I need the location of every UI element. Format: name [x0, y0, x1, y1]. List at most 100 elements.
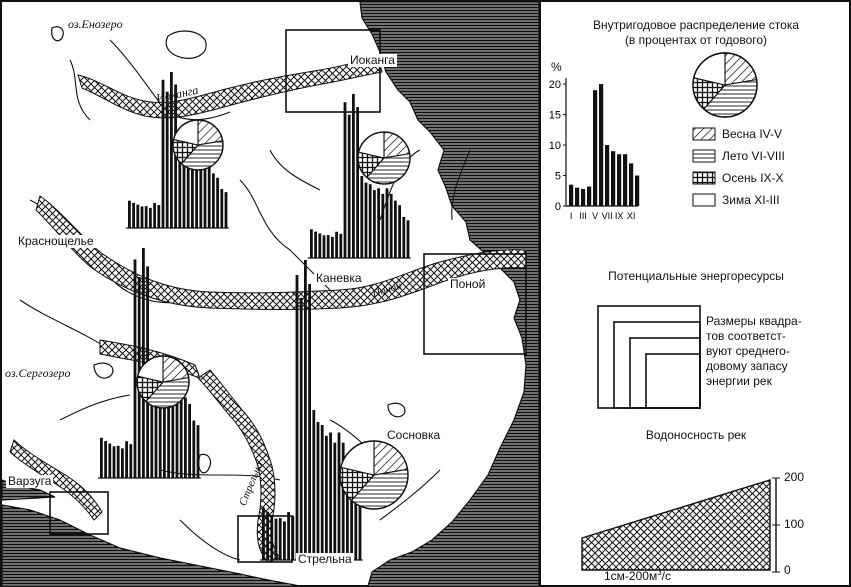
- inset-bar: [575, 187, 580, 206]
- station-bar: [347, 114, 351, 258]
- station-bar: [320, 425, 324, 560]
- inset-title: Внутригодовое распределение стока (в про…: [546, 18, 846, 48]
- station-bar: [178, 150, 182, 228]
- station-bar: [339, 233, 343, 258]
- legend-label-spring: Весна IV-V: [722, 127, 782, 141]
- station-bar: [184, 397, 187, 478]
- discharge-scale-label: 1см-200м3/с: [604, 568, 671, 583]
- legend-swatch-spring: [692, 127, 716, 141]
- station-bar: [406, 220, 410, 258]
- station-bar: [358, 491, 362, 560]
- station-bar: [283, 521, 286, 560]
- station-bar: [154, 372, 158, 478]
- station-bar: [116, 445, 120, 478]
- station-bar: [207, 167, 211, 228]
- inset-pie: [692, 52, 758, 118]
- station-bar: [142, 248, 145, 478]
- station-bar: [163, 382, 166, 478]
- station-bar: [291, 515, 295, 560]
- station-bar: [352, 94, 355, 258]
- station-bar: [108, 443, 112, 478]
- station-bar: [354, 485, 358, 560]
- inset-x-tick-label: VII: [602, 211, 613, 221]
- station-bar: [216, 177, 219, 228]
- inset-bar: [629, 163, 634, 206]
- station-bar: [364, 182, 368, 258]
- station-label-iokanga: Иоканга: [348, 53, 397, 68]
- station-bar: [182, 156, 186, 228]
- station-bar: [394, 200, 397, 258]
- station-bar: [191, 163, 194, 228]
- inset-subtitle-text: (в процентах от годового): [624, 33, 768, 47]
- discharge-tick-label-0: 0: [784, 563, 791, 577]
- station-bar: [373, 190, 376, 258]
- station-bar: [299, 297, 303, 560]
- station-bar: [196, 425, 200, 478]
- discharge-wedge: [581, 479, 771, 571]
- station-bar: [262, 507, 265, 560]
- station-bar: [179, 388, 183, 478]
- inset-bar: [569, 184, 574, 206]
- station-bar: [322, 235, 326, 258]
- legend-label-summer: Лето VI-VIII: [722, 149, 785, 163]
- lake-label-enozero: оз.Енозеро: [68, 17, 123, 31]
- station-bar: [295, 275, 299, 560]
- station-bar: [220, 189, 224, 228]
- inset-bar: [587, 186, 592, 206]
- square-iokanga: [285, 29, 381, 113]
- station-bar: [144, 206, 148, 228]
- station-bar: [199, 167, 203, 228]
- station-bar: [350, 463, 353, 560]
- station-bar: [188, 403, 191, 478]
- inset-title-text: Внутригодовое распределение стока: [592, 18, 800, 32]
- station-bar: [112, 446, 116, 478]
- square-ponoy: [423, 253, 527, 355]
- station-bar: [398, 205, 401, 258]
- station-bar: [389, 193, 393, 258]
- lake-enozero: [165, 30, 207, 59]
- station-bar: [104, 440, 107, 478]
- station-bar: [133, 259, 137, 478]
- station-bar: [381, 193, 385, 258]
- station-bar: [161, 79, 165, 228]
- station-bar: [203, 161, 207, 228]
- station-bar: [287, 512, 290, 560]
- station-bar: [171, 388, 175, 478]
- legend-swatch-winter: [692, 193, 716, 207]
- energy-note-line: вуют среднего-: [706, 344, 790, 358]
- station-pie-krasnoshchelye-outline: [136, 355, 190, 409]
- station-bar: [346, 455, 349, 560]
- energy-note-line: довому запасу: [706, 359, 788, 373]
- station-label-kanevka: Каневка: [314, 271, 364, 286]
- sea-area: [359, 1, 540, 587]
- inset-bar: [581, 188, 586, 206]
- inset-y-tick-label: 20: [549, 79, 561, 91]
- station-bar: [310, 229, 313, 258]
- station-bar: [150, 363, 154, 478]
- station-bar: [341, 442, 345, 560]
- inset-y-tick-label: 15: [549, 110, 561, 122]
- station-bar: [195, 161, 198, 228]
- sea-area-south: [1, 504, 301, 587]
- station-pie-strelna-outline: [339, 440, 409, 510]
- station-bar: [266, 511, 269, 560]
- inset-x-tick-label: V: [592, 211, 598, 221]
- station-label-ponoy: Поной: [448, 277, 488, 292]
- lake-sergozero: [93, 362, 114, 379]
- station-pie-charts: [136, 119, 411, 510]
- discharge-scale-suffix: /с: [661, 569, 671, 583]
- station-bar: [149, 207, 152, 228]
- station-bar: [326, 235, 330, 258]
- station-bar: [186, 157, 190, 228]
- station-bar: [360, 176, 364, 258]
- station-bar: [278, 518, 282, 560]
- station-label-sosnovka: Сосновка: [385, 428, 443, 443]
- station-pie-kanevka: [357, 131, 411, 185]
- inset-bar: [617, 154, 622, 206]
- station-bar: [402, 217, 406, 258]
- station-bar: [337, 432, 341, 560]
- legend-label-winter: Зима XI-III: [722, 193, 780, 207]
- station-bar: [121, 448, 124, 478]
